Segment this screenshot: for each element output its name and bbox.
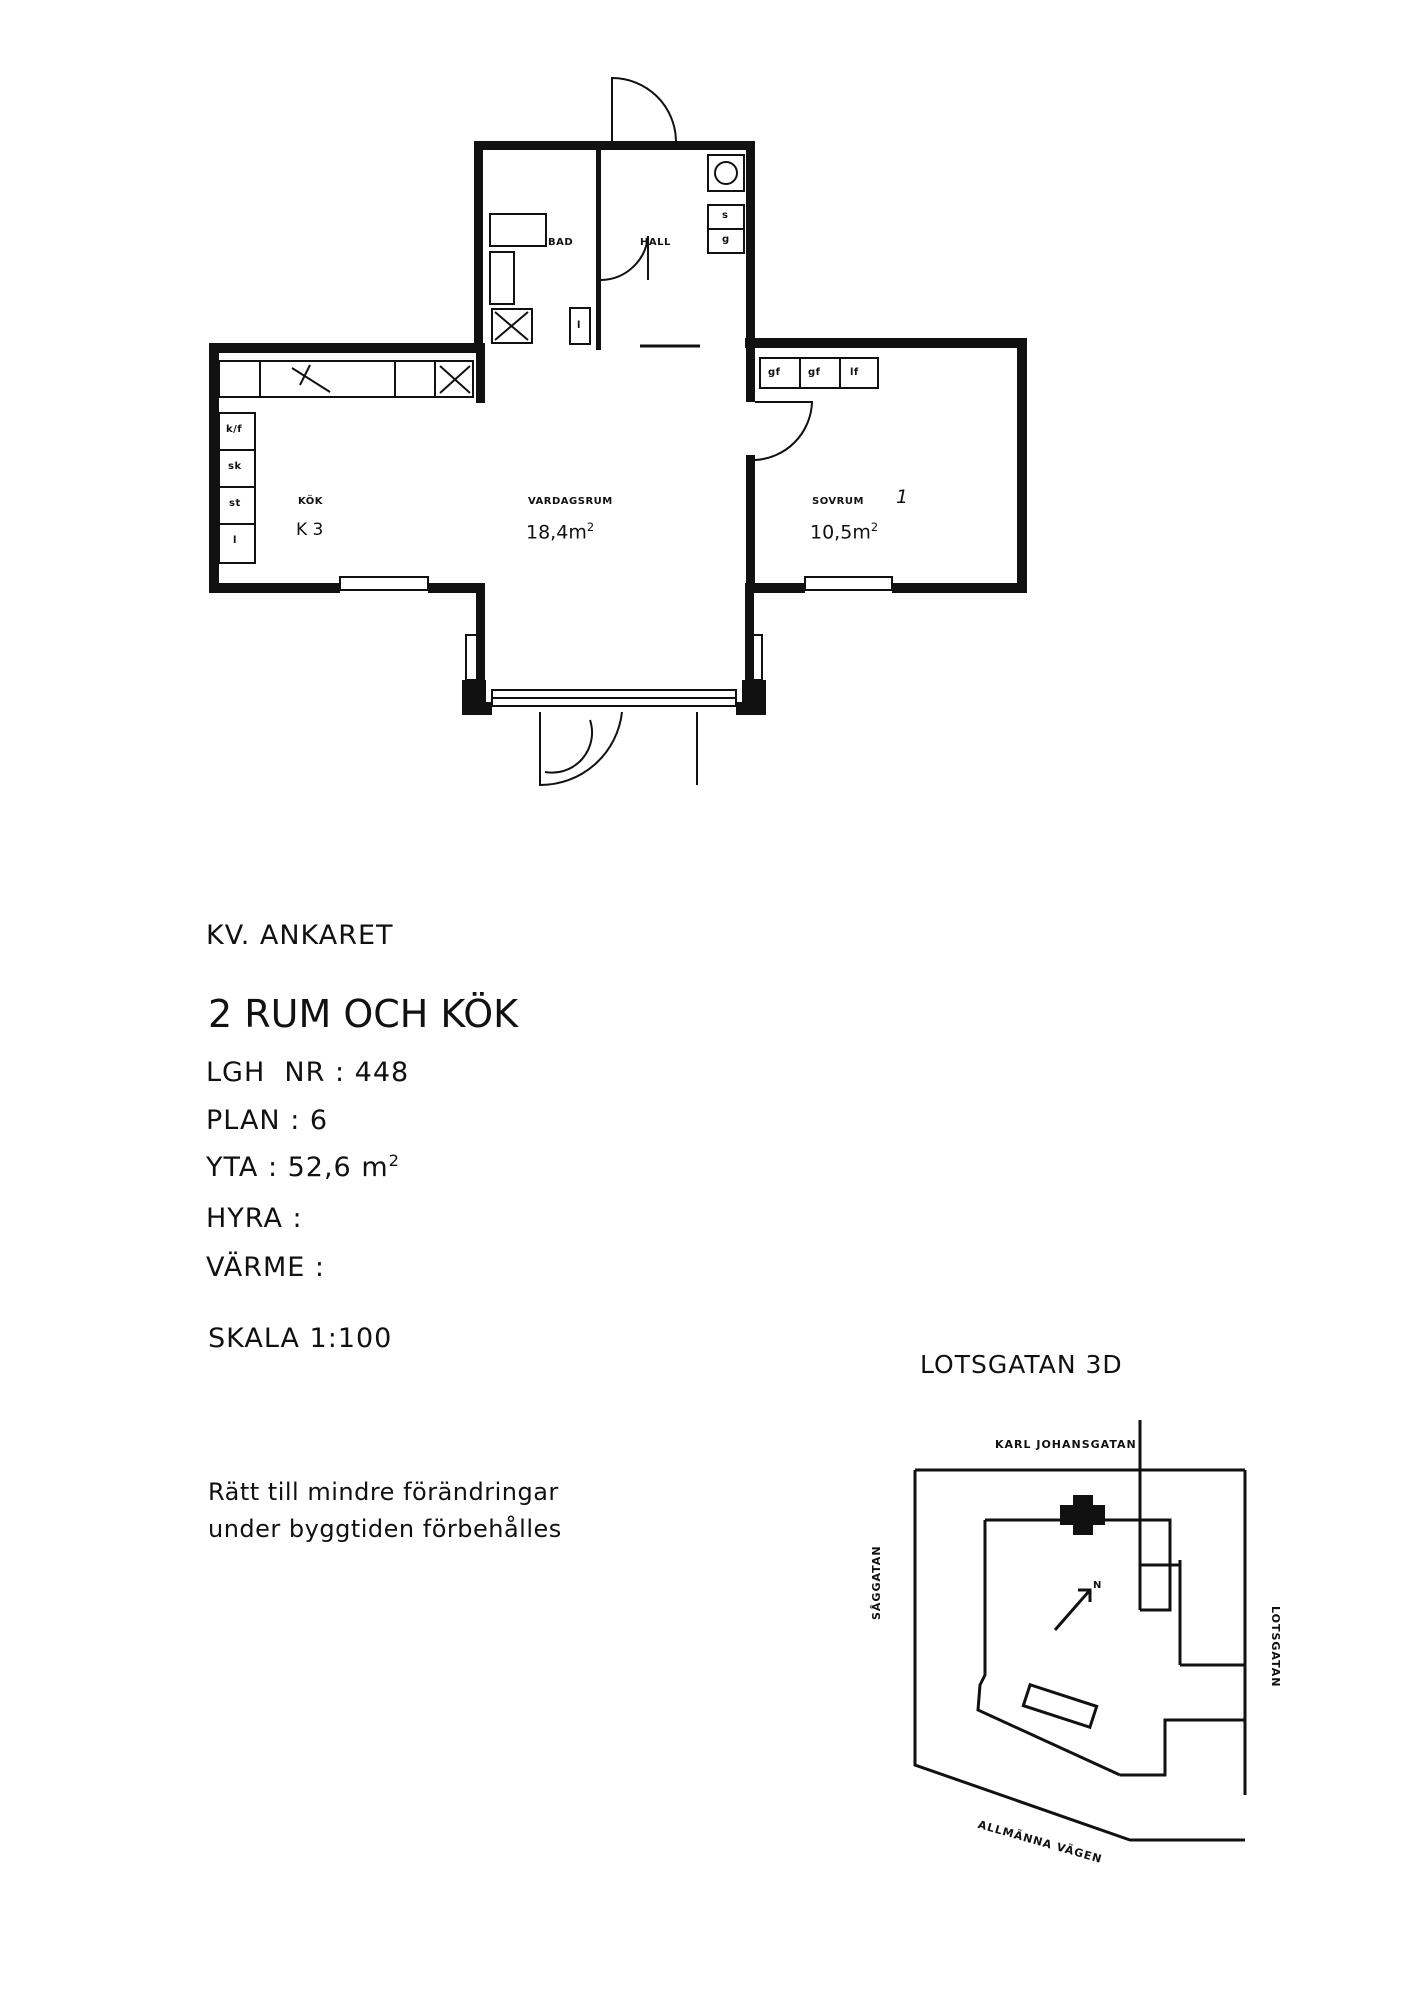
street-east: LOTSGATAN [1269, 1606, 1282, 1688]
room-label-vardagsrum: VARDAGSRUM [528, 496, 613, 507]
fixture-sk: sk [228, 461, 242, 472]
room-label-sovrum: SOVRUM [812, 496, 864, 507]
fixture-st: st [229, 498, 241, 509]
apartment-type: 2 RUM OCH KÖK [208, 992, 519, 1036]
fixture-bath-l: l [577, 320, 581, 331]
rent: HYRA : [206, 1203, 303, 1234]
room-area-sovrum: 10,5m2 [810, 520, 879, 544]
balcony-door [539, 711, 623, 787]
site-address: LOTSGATAN 3D [920, 1350, 1123, 1379]
room-number-sovrum: 1 [896, 486, 909, 508]
fixture-l: l [233, 535, 237, 546]
north-marker: N [1093, 1580, 1103, 1591]
room-label-kok: KÖK [298, 496, 324, 507]
fixture-gf-2: gf [808, 367, 821, 378]
front-door [611, 76, 677, 142]
room-area-vardagsrum: 18,4m2 [526, 520, 595, 544]
property-name: KV. ANKARET [206, 920, 394, 951]
street-north: KARL JOHANSGATAN [995, 1438, 1137, 1451]
walls [209, 141, 1027, 715]
fixture-hall-g: g [722, 234, 730, 245]
disclaimer-line-2: under byggtiden förbehålles [208, 1515, 562, 1543]
scale: SKALA 1:100 [208, 1323, 393, 1354]
fixture-kf: k/f [226, 424, 243, 435]
fixture-gf-1: gf [768, 367, 781, 378]
floor-area: YTA : 52,6 m2 [206, 1151, 400, 1183]
site-plan [913, 1420, 1247, 1842]
room-code-kok: K 3 [296, 520, 324, 540]
fixture-lf: lf [850, 367, 859, 378]
apartment-number: LGH NR : 448 [206, 1057, 410, 1088]
heating: VÄRME : [206, 1252, 326, 1283]
floor-level: PLAN : 6 [206, 1105, 329, 1136]
street-west: SÅGGATAN [870, 1545, 883, 1620]
room-label-bad: BAD [548, 237, 574, 248]
room-label-hall: HALL [640, 237, 671, 248]
fixture-hall-s: s [722, 210, 729, 221]
floor-plan [209, 76, 1027, 787]
disclaimer-line-1: Rätt till mindre förändringar [208, 1478, 559, 1506]
